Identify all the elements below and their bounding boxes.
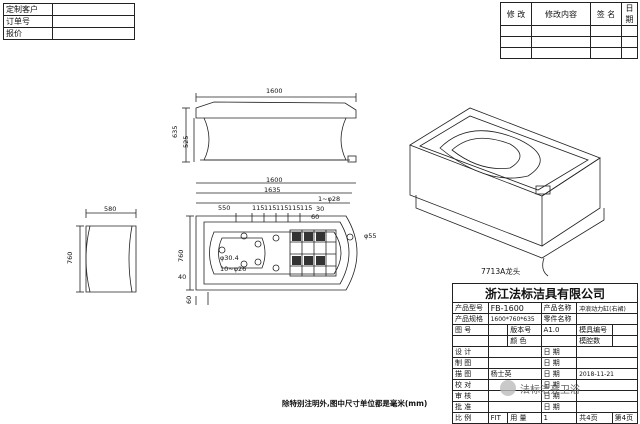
table-row: 描 图 杨士英 日 期 2018-11-21	[452, 368, 638, 380]
dim-60: 60	[311, 213, 320, 221]
person-cell	[487, 346, 542, 358]
name-value: 冲浪动力缸(右裙)	[576, 302, 638, 314]
title-block: 浙江法标洁具有限公司 产品型号 FB-1600 产品名称 冲浪动力缸(右裙) 产…	[452, 283, 639, 424]
page-label: 第	[614, 414, 622, 422]
top-view	[186, 182, 358, 305]
mold-label: 模具编号	[576, 324, 613, 336]
role-cell: 描 图	[452, 368, 489, 380]
table-row: 制 图 日 期	[452, 357, 638, 369]
rev-header: 修 改	[500, 2, 532, 26]
wechat-icon	[500, 380, 516, 396]
qty-value: 1	[540, 412, 578, 424]
dim-phi-28: 1~φ28	[318, 195, 341, 203]
dim-phi-30-4: φ30.4	[220, 254, 239, 262]
total-unit: 页	[590, 414, 598, 422]
mold-count-label: 模腔数	[576, 335, 613, 347]
table-row: 报价	[3, 27, 135, 40]
name-label: 产品名称	[540, 302, 578, 314]
part-name-label: 零件名称	[540, 313, 578, 325]
spec-value: 1600*760*635	[487, 313, 542, 325]
spec-label: 产品规格	[452, 313, 489, 325]
end-view	[76, 209, 137, 293]
dim-40: 40	[178, 273, 187, 281]
date-label-cell: 日 期	[540, 346, 578, 358]
date-cell	[576, 401, 638, 413]
person-cell	[487, 357, 542, 369]
role-cell: 校 对	[452, 379, 489, 391]
fit-label: FIT	[487, 412, 509, 424]
isometric-view	[409, 107, 605, 277]
table-row: 批 准 日 期	[452, 401, 638, 413]
date-label-cell: 日 期	[540, 401, 578, 413]
dim-phi-26: 10~φ26	[220, 265, 247, 273]
person-cell	[487, 401, 542, 413]
person-cell: 杨士英	[487, 368, 542, 380]
dim-side-length: 1600	[266, 87, 283, 95]
unit-note: 除特别注明外,图中尺寸单位都是毫米(mm)	[282, 399, 428, 408]
dim-end-width: 580	[104, 205, 117, 213]
qty-label: 用 量	[507, 412, 542, 424]
side-view	[182, 93, 357, 163]
dim-phi-55: φ55	[364, 232, 377, 240]
date-cell	[576, 379, 638, 391]
date-cell	[576, 346, 638, 358]
quote-value	[52, 27, 135, 40]
scale-label: 比 例	[452, 412, 489, 424]
table-row: 订单号	[3, 15, 135, 28]
page-unit: 页	[626, 414, 634, 422]
dim-115-2: 115	[264, 204, 277, 212]
dim-550: 550	[218, 204, 231, 212]
watermark-text: 法标洁亮卫浴	[520, 385, 580, 396]
seat-fill	[292, 232, 325, 265]
revision-table: 修 改 修改内容 签 名 日 期	[500, 2, 638, 59]
version-label: 版本号	[507, 324, 542, 336]
model-value: FB-1600	[487, 302, 542, 314]
dim-115-3: 115	[276, 204, 289, 212]
date-label-cell: 日 期	[540, 357, 578, 369]
dim-760-top: 760	[177, 249, 185, 262]
dim-top-length-outer: 1635	[264, 186, 281, 194]
date-cell: 2018-11-21	[576, 368, 638, 380]
dim-115-5: 115	[300, 204, 313, 212]
customer-info-table: 定制客户 订单号 报价	[3, 3, 135, 40]
role-cell: 审 核	[452, 390, 489, 402]
iso-label: 7713A龙头	[481, 267, 521, 276]
table-row: 设 计 日 期	[452, 346, 638, 358]
role-cell: 批 准	[452, 401, 489, 413]
date-label-cell: 日 期	[540, 368, 578, 380]
company-name: 浙江法标洁具有限公司	[452, 283, 638, 303]
role-cell: 设 计	[452, 346, 489, 358]
dim-top-length: 1600	[266, 176, 283, 184]
color-label: 颜 色	[507, 335, 542, 347]
dim-end-height: 760	[66, 251, 74, 264]
dim-side-height-inner: 525	[182, 135, 190, 148]
dim-side-height-outer: 635	[171, 125, 179, 138]
version-value: A1.0	[540, 324, 578, 336]
dim-30: 30	[316, 205, 325, 213]
rev-date-header: 日 期	[621, 2, 638, 26]
dim-60-bottom: 60	[185, 295, 193, 304]
drawing-no-label: 图 号	[452, 324, 489, 336]
dim-115-4: 115	[288, 204, 301, 212]
current-page: 第4页	[611, 412, 639, 424]
part-name-value	[576, 313, 638, 325]
dim-115-1: 115	[252, 204, 265, 212]
role-cell: 制 图	[452, 357, 489, 369]
quote-label: 报价	[3, 27, 53, 40]
total-pages: 共4页	[576, 412, 613, 424]
model-label: 产品型号	[452, 302, 489, 314]
date-cell	[576, 390, 638, 402]
footer-row: 比 例 FIT 用 量 1 共4页 第4页	[452, 412, 639, 424]
date-cell	[576, 357, 638, 369]
